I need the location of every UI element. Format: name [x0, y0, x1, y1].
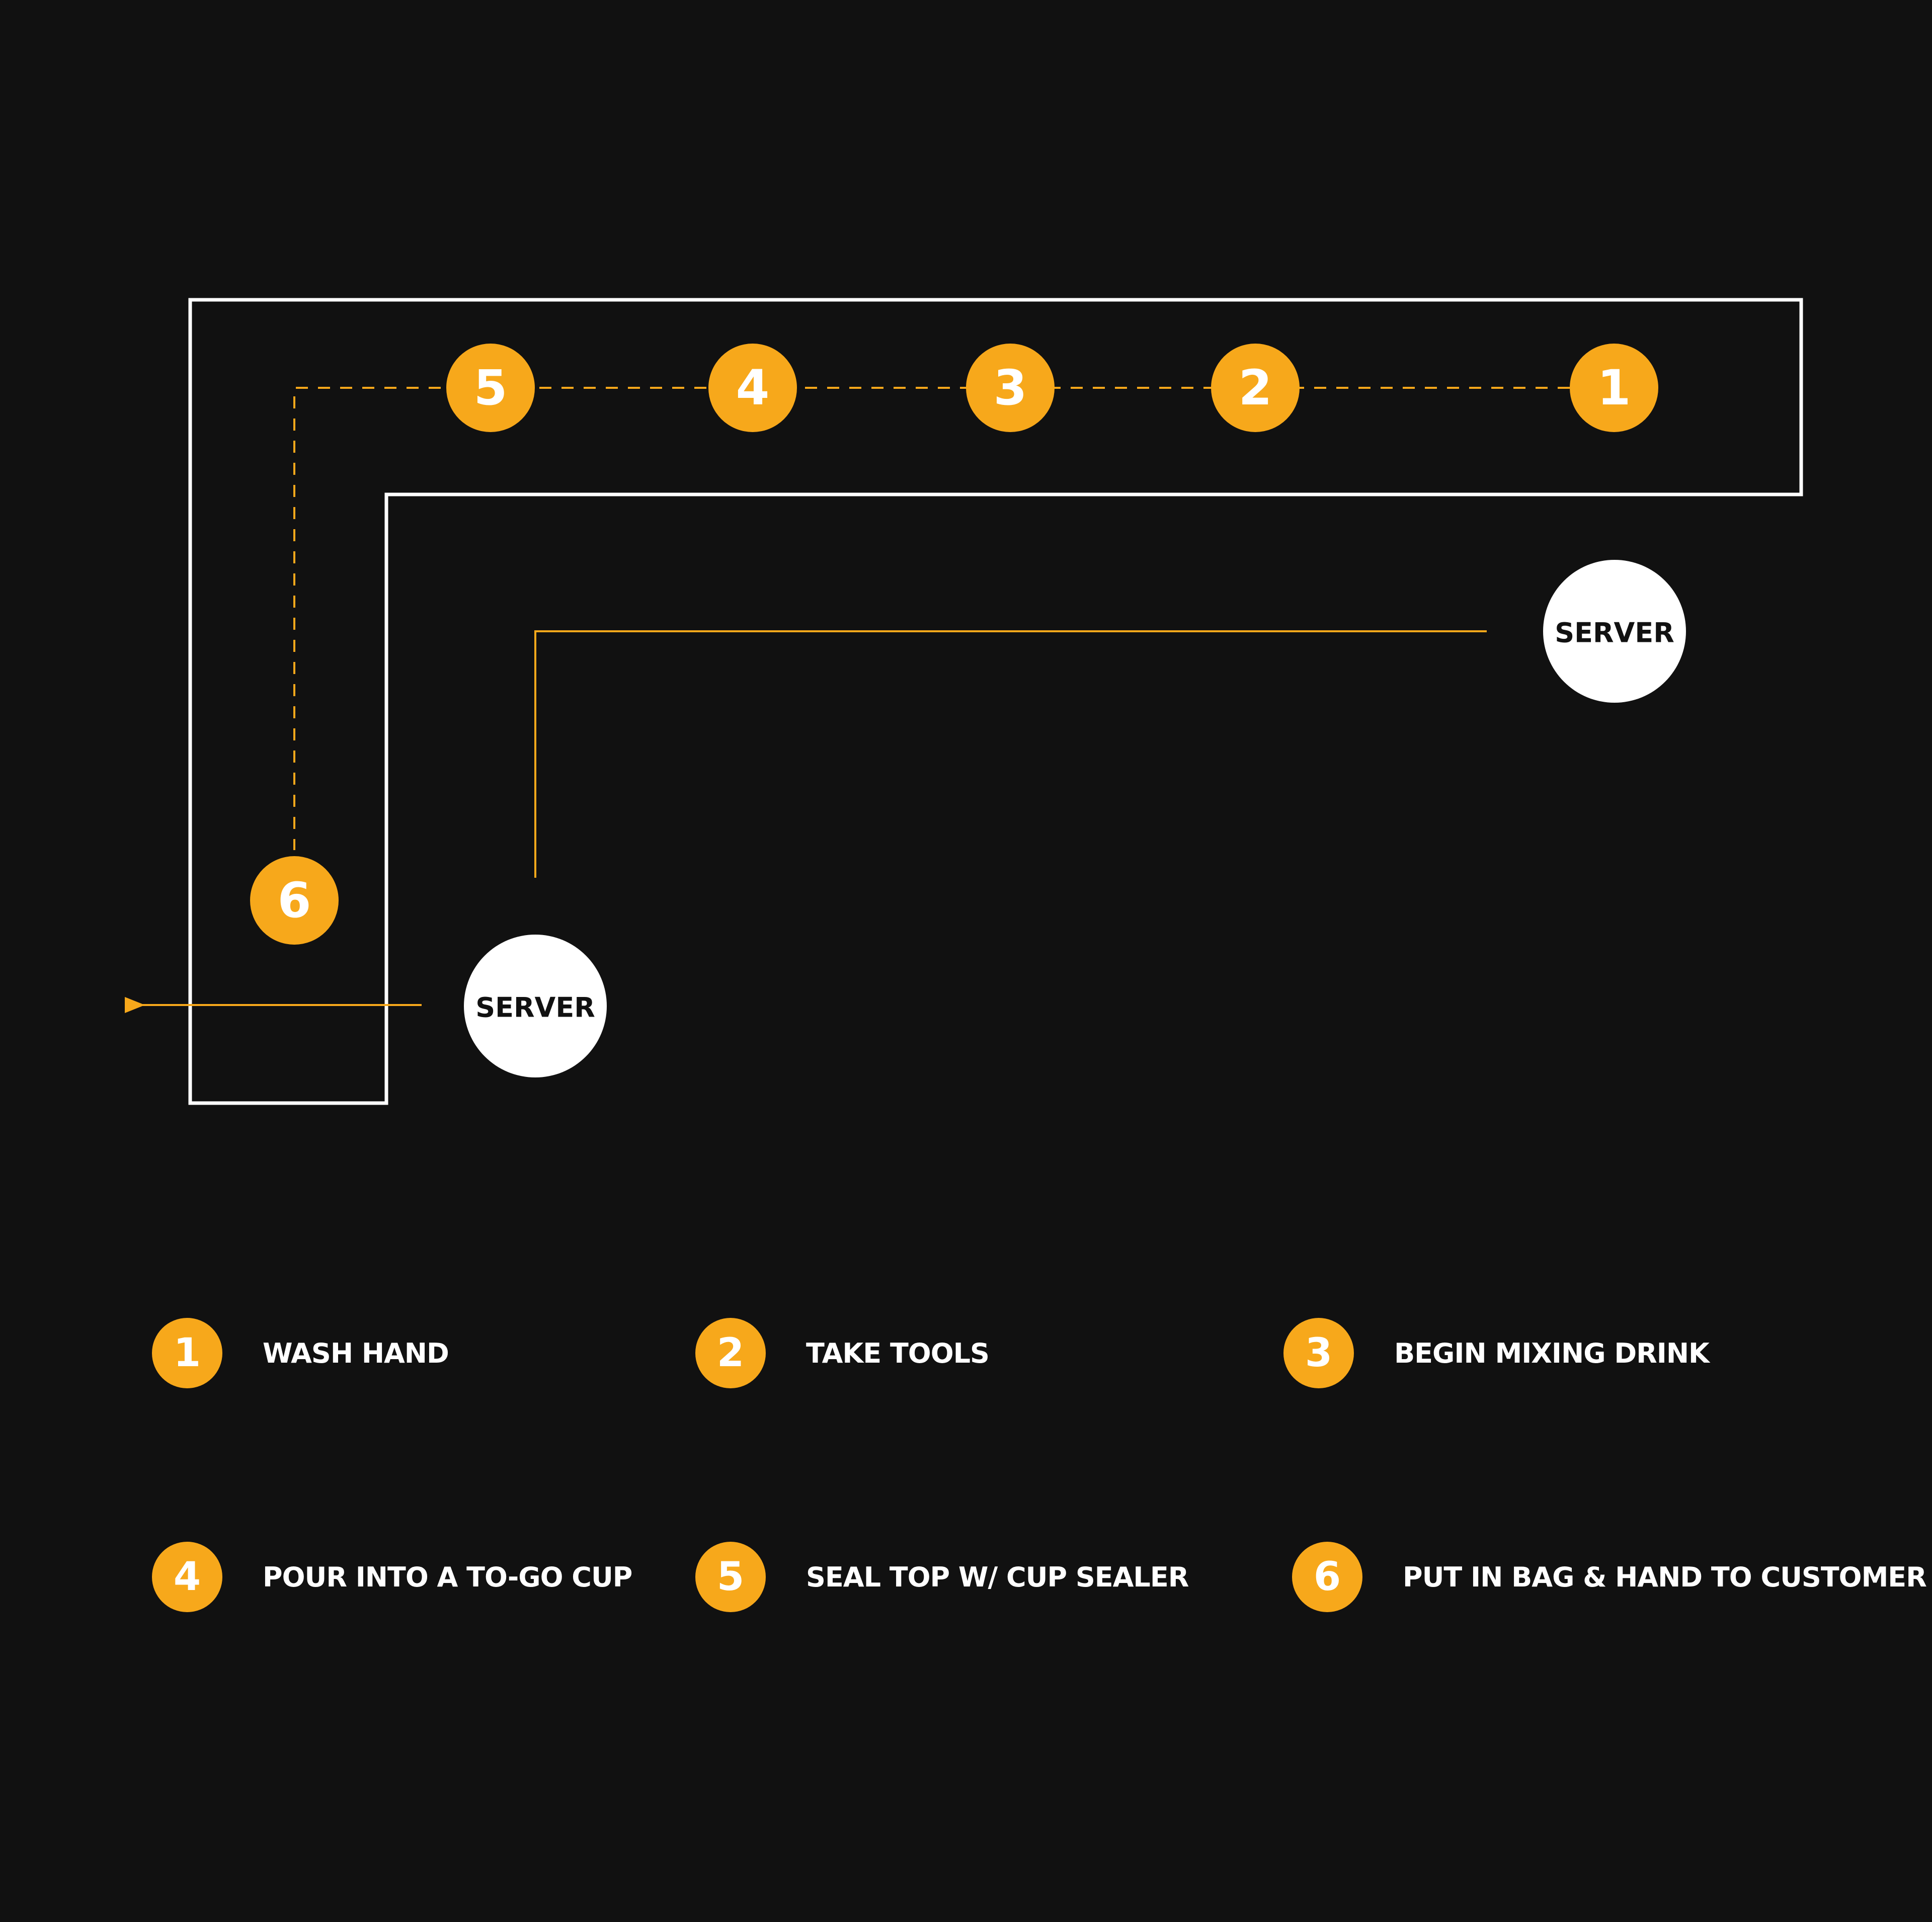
legend-badge-5: 5	[695, 1542, 766, 1612]
svg-text:6: 6	[278, 872, 311, 929]
legend-badge-6: 6	[1292, 1542, 1362, 1612]
path-step-4: 4	[708, 344, 797, 432]
server-top-right: SERVER	[1543, 560, 1686, 703]
svg-text:3: 3	[994, 360, 1027, 416]
path-step-2: 2	[1211, 344, 1300, 432]
svg-text:1: 1	[1597, 360, 1631, 416]
legend-badge-2: 2	[695, 1318, 766, 1388]
server-bottom-left: SERVER	[464, 935, 607, 1077]
path-step-1: 1	[1570, 344, 1658, 432]
svg-text:SERVER: SERVER	[475, 992, 595, 1024]
server-route-line	[534, 630, 1487, 878]
path-step-6: 6	[250, 856, 339, 945]
svg-text:2: 2	[1239, 360, 1272, 416]
svg-text:SERVER: SERVER	[1555, 617, 1674, 649]
svg-text:4: 4	[736, 360, 770, 416]
counter-outline	[188, 298, 1803, 1105]
legend-badge-3: 3	[1283, 1318, 1354, 1388]
legend-badge-4: 4	[152, 1542, 222, 1612]
legend-label-3: BEGIN MIXING DRINK	[1394, 1337, 1710, 1369]
svg-text:5: 5	[474, 360, 508, 416]
legend-label-5: SEAL TOP W/ CUP SEALER	[806, 1561, 1189, 1593]
legend-badge-1: 1	[152, 1318, 222, 1388]
legend-label-1: WASH HAND	[263, 1337, 449, 1369]
workflow-path	[293, 387, 1614, 850]
path-step-5: 5	[446, 344, 535, 432]
legend-label-4: POUR INTO A TO-GO CUP	[263, 1561, 632, 1593]
legend-label-2: TAKE TOOLS	[806, 1337, 990, 1369]
path-step-3: 3	[966, 344, 1055, 432]
legend-label-6: PUT IN BAG & HAND TO CUSTOMER	[1403, 1561, 1927, 1593]
